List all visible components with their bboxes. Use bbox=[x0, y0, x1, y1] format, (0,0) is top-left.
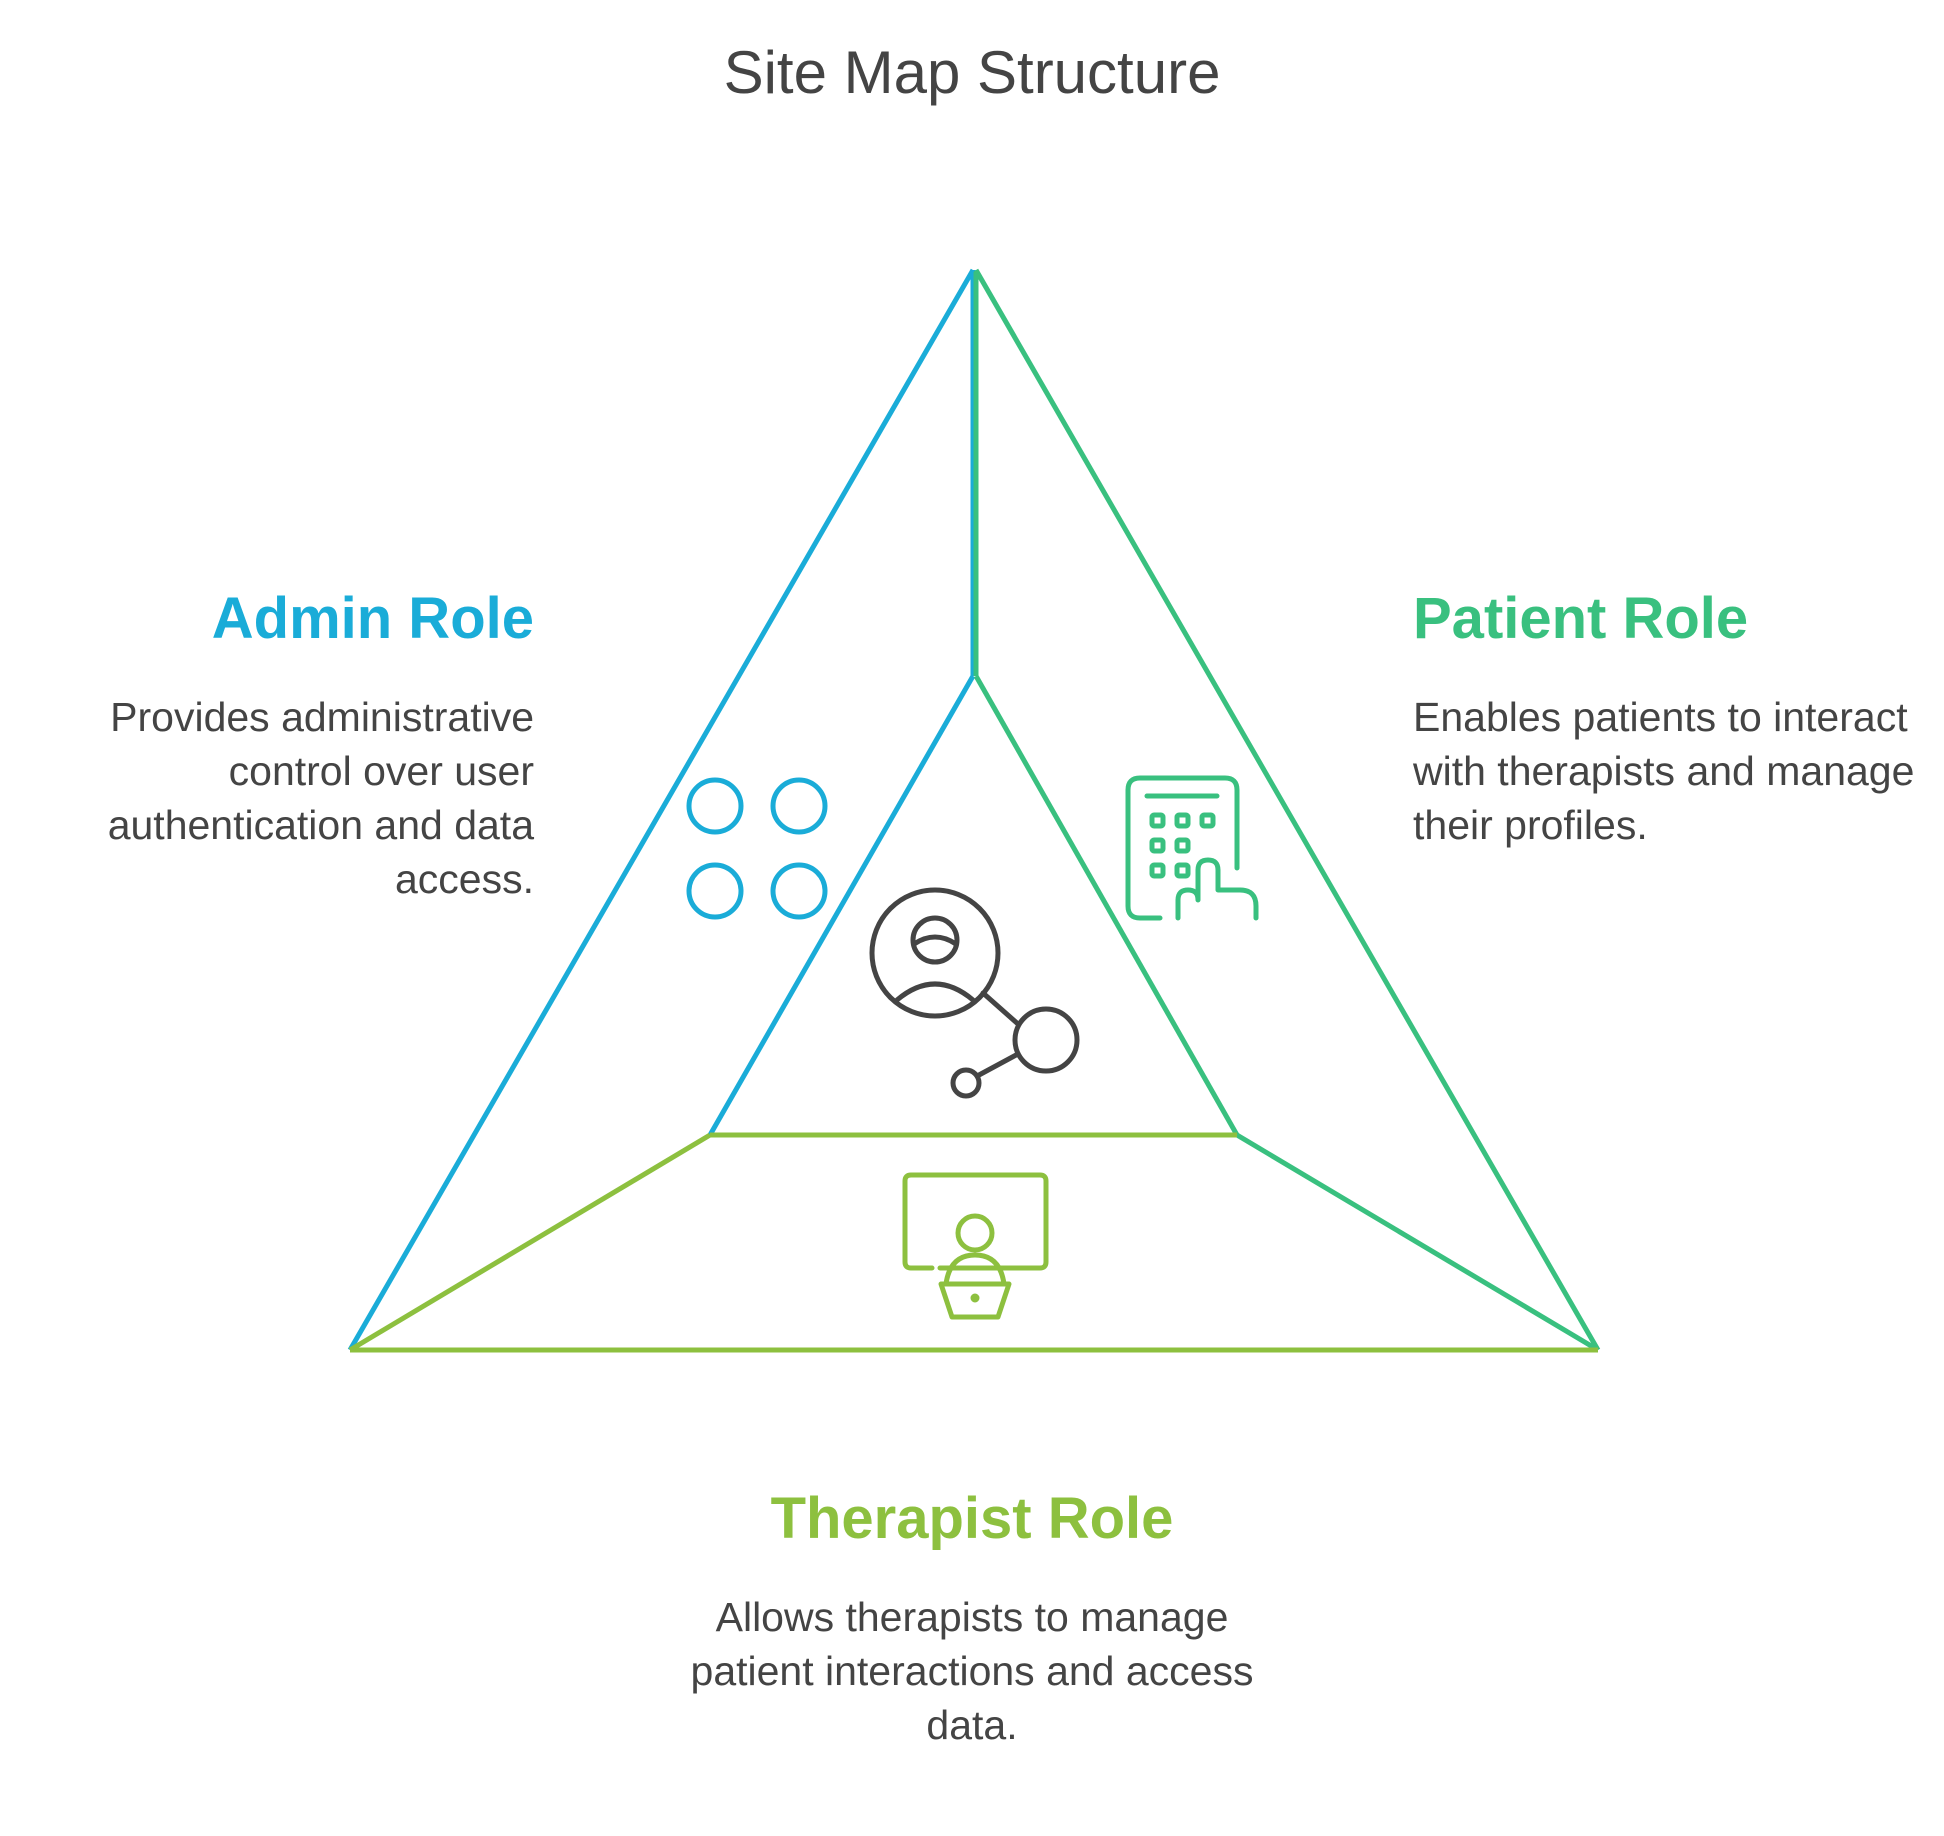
therapist-section bbox=[348, 1132, 1598, 1353]
admin-role-title: Admin Role bbox=[211, 586, 534, 651]
admin-role-description: Provides administrative control over use… bbox=[107, 694, 534, 902]
patient-section bbox=[973, 268, 1601, 1353]
user-network-icon bbox=[869, 887, 1080, 1099]
four-circles-icon bbox=[686, 777, 828, 920]
patient-role-description: Enables patients to interact with therap… bbox=[1413, 694, 1915, 848]
diagram-title: Site Map Structure bbox=[723, 39, 1221, 106]
therapist-role-title: Therapist Role bbox=[770, 1486, 1174, 1551]
presenter-screen-icon bbox=[902, 1172, 1049, 1320]
touch-keypad-icon bbox=[1125, 775, 1259, 921]
therapist-role-description: Allows therapists to manage patient inte… bbox=[690, 1594, 1254, 1748]
admin-section bbox=[347, 268, 976, 1352]
patient-role-title: Patient Role bbox=[1413, 586, 1749, 651]
